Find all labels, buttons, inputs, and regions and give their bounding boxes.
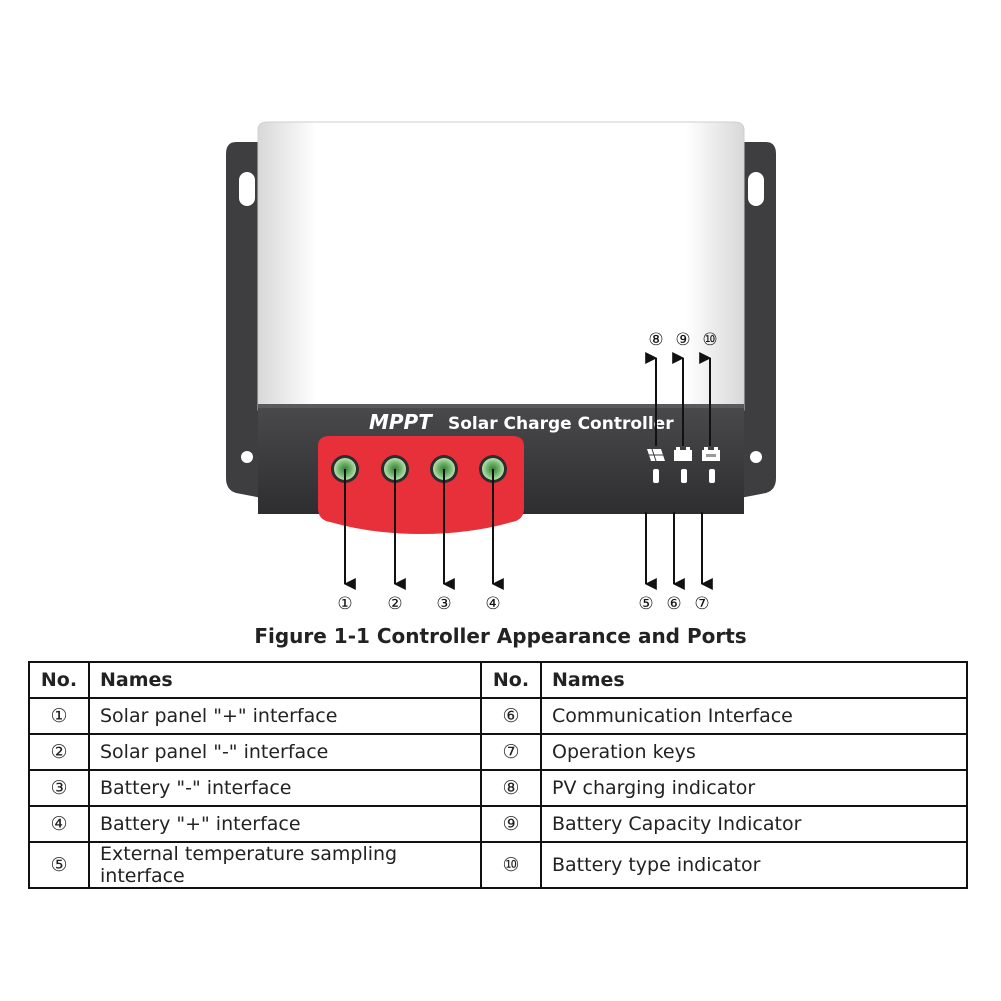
table-row: ② Solar panel "-" interface ⑦ Operation … xyxy=(28,733,968,771)
row-number: ⑨ xyxy=(480,805,542,843)
ports-table: No. Names No. Names ① Solar panel "+" in… xyxy=(28,661,968,889)
controller-diagram: MPPT Solar Charge Controller xyxy=(226,121,776,614)
row-name: Operation keys xyxy=(540,733,968,771)
row-name: Battery "+" interface xyxy=(88,805,482,843)
row-name: Battery "-" interface xyxy=(88,769,482,807)
product-subtitle: Solar Charge Controller xyxy=(448,414,674,434)
pv-charging-icon xyxy=(647,448,665,462)
row-number: ⑧ xyxy=(480,769,542,807)
battery-type-led xyxy=(709,469,715,483)
row-name: Communication Interface xyxy=(540,697,968,735)
row-name: Solar panel "+" interface xyxy=(88,697,482,735)
row-number: ① xyxy=(28,697,90,735)
row-number: ⑥ xyxy=(480,697,542,735)
marker-2: ② xyxy=(387,594,402,614)
leader-arrows xyxy=(343,352,713,590)
header-no-right: No. xyxy=(480,661,542,699)
marker-10: ⑩ xyxy=(702,330,717,350)
marker-5: ⑤ xyxy=(638,594,653,614)
row-number: ③ xyxy=(28,769,90,807)
row-number: ④ xyxy=(28,805,90,843)
table-row: ⑤ External temperature sampling interfac… xyxy=(28,841,968,889)
table-row: ④ Battery "+" interface ⑨ Battery Capaci… xyxy=(28,805,968,843)
marker-3: ③ xyxy=(436,594,451,614)
table-row: ① Solar panel "+" interface ⑥ Communicat… xyxy=(28,697,968,735)
marker-6: ⑥ xyxy=(666,594,681,614)
header-names-left: Names xyxy=(88,661,482,699)
row-name: Battery Capacity Indicator xyxy=(540,805,968,843)
row-number: ② xyxy=(28,733,90,771)
controller-housing xyxy=(257,121,745,411)
marker-7: ⑦ xyxy=(694,594,709,614)
brand-label: MPPT xyxy=(369,410,433,434)
marker-9: ⑨ xyxy=(675,330,690,350)
row-number: ⑦ xyxy=(480,733,542,771)
row-name: Battery type indicator xyxy=(540,841,968,889)
marker-8: ⑧ xyxy=(648,330,663,350)
marker-4: ④ xyxy=(485,594,500,614)
row-name: External temperature sampling interface xyxy=(88,841,482,889)
battery-capacity-led xyxy=(681,469,687,483)
figure-caption: Figure 1-1 Controller Appearance and Por… xyxy=(254,624,747,648)
table-row: ③ Battery "-" interface ⑧ PV charging in… xyxy=(28,769,968,807)
row-number: ⑤ xyxy=(28,841,90,889)
header-no-left: No. xyxy=(28,661,90,699)
header-names-right: Names xyxy=(540,661,968,699)
left-mounting-bracket xyxy=(226,142,262,498)
battery-capacity-icon xyxy=(674,447,692,461)
right-mounting-bracket xyxy=(740,142,776,498)
row-name: Solar panel "-" interface xyxy=(88,733,482,771)
row-name: PV charging indicator xyxy=(540,769,968,807)
marker-1: ① xyxy=(337,594,352,614)
row-number: ⑩ xyxy=(480,841,542,889)
table-header-row: No. Names No. Names xyxy=(28,661,968,699)
terminal-block xyxy=(318,436,524,534)
pv-charging-led xyxy=(653,469,659,483)
battery-type-icon xyxy=(702,447,720,461)
